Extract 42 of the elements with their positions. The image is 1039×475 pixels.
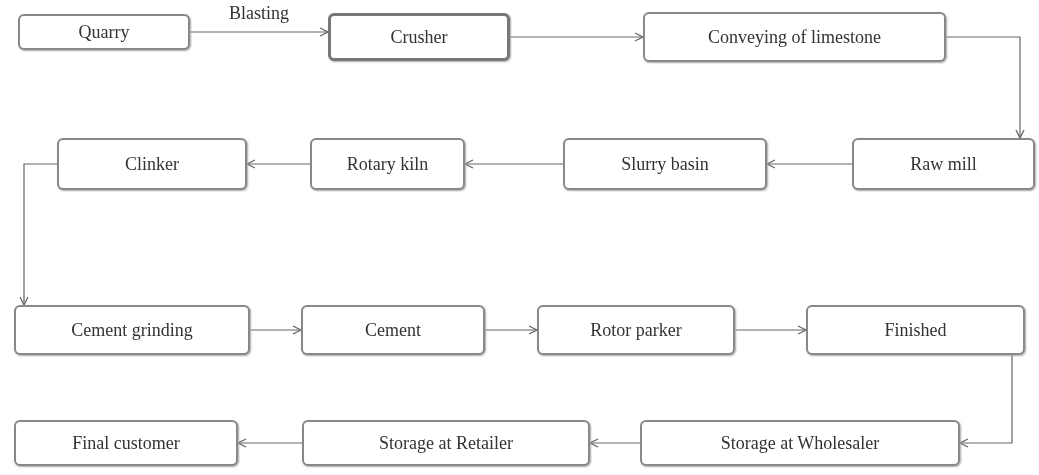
process-box — [302, 420, 590, 466]
arrow — [766, 159, 853, 169]
arrow — [734, 325, 807, 335]
process-box — [537, 305, 735, 355]
arrow — [249, 325, 302, 335]
box-label: Rotary kiln — [346, 152, 429, 176]
box-label: Cement grinding — [71, 318, 193, 342]
arrow — [464, 159, 564, 169]
box-label: Slurry basin — [621, 152, 709, 176]
process-box — [310, 138, 465, 190]
box-label: Cement — [365, 318, 421, 342]
box-label: Rotor parker — [590, 318, 682, 342]
arrow — [509, 32, 644, 42]
arrow — [589, 438, 641, 448]
process-box — [18, 14, 190, 50]
arrow — [959, 354, 1013, 448]
arrow — [246, 159, 311, 169]
process-box — [57, 138, 247, 190]
arrow — [189, 27, 329, 37]
edge-label: Blasting — [229, 4, 289, 22]
box-label: Conveying of limestone — [708, 25, 881, 49]
arrow — [19, 163, 58, 306]
process-box — [328, 13, 510, 61]
process-box — [301, 305, 485, 355]
process-box — [643, 12, 946, 62]
arrow — [945, 36, 1025, 139]
process-box — [14, 420, 238, 466]
box-label: Crusher — [390, 25, 448, 49]
box-label: Storage at Wholesaler — [720, 431, 880, 455]
process-box — [640, 420, 960, 466]
process-box — [563, 138, 767, 190]
box-label: Raw mill — [910, 152, 977, 176]
box-label: Clinker — [125, 152, 179, 176]
box-label: Finished — [884, 318, 947, 342]
arrow — [484, 325, 538, 335]
process-box — [14, 305, 250, 355]
box-label: Final customer — [72, 431, 180, 455]
box-label: Storage at Retailer — [379, 431, 513, 455]
box-label: Quarry — [78, 20, 130, 44]
arrow — [237, 438, 303, 448]
process-box — [852, 138, 1035, 190]
process-box — [806, 305, 1025, 355]
